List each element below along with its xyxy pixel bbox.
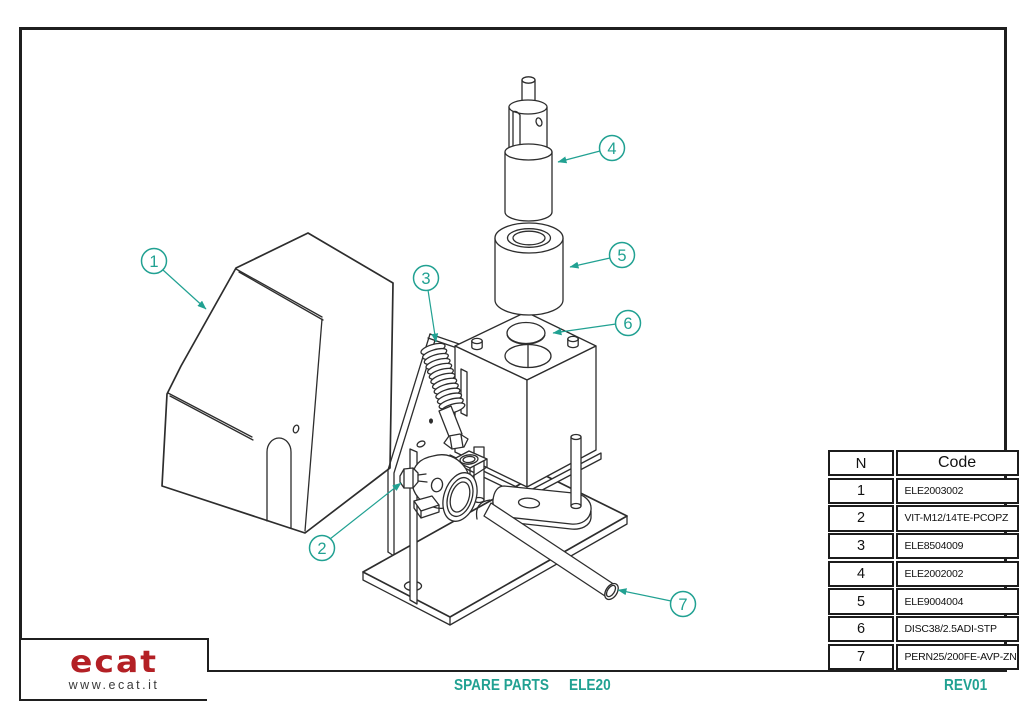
table-row-4-n: 4 bbox=[828, 560, 894, 587]
callout-5-label: 5 bbox=[617, 247, 626, 265]
callout-5: 5 bbox=[569, 241, 636, 269]
table-row-3-code: ELE8504009 bbox=[895, 533, 1019, 560]
callout-3-label: 3 bbox=[421, 270, 430, 288]
clamp-assembly bbox=[399, 450, 488, 522]
cylinder-part5 bbox=[494, 222, 564, 316]
callout-1-label: 1 bbox=[149, 253, 158, 271]
pusher-part4 bbox=[504, 76, 553, 222]
callout-4-label: 4 bbox=[607, 140, 616, 158]
table-row-6-code: DISC38/2.5ADI-STP bbox=[895, 616, 1019, 643]
brand-logo: ecat bbox=[70, 643, 158, 680]
table-row-1-n: 1 bbox=[828, 477, 894, 504]
table-row-2-code: VIT-M12/14TE-PCOPZ bbox=[895, 505, 1019, 532]
spring-part bbox=[420, 342, 469, 450]
revision-label: REV01 bbox=[943, 677, 988, 694]
callout-7: 7 bbox=[617, 588, 697, 618]
parts-table: N Code 1 ELE2003002 2 VIT-M12/14TE-PCOPZ… bbox=[828, 450, 1019, 670]
disc-part6 bbox=[506, 321, 546, 345]
callout-4: 4 bbox=[557, 134, 626, 164]
table-row-3-n: 3 bbox=[828, 533, 894, 560]
table-row-6-n: 6 bbox=[828, 616, 894, 643]
callout-6: 6 bbox=[552, 309, 642, 337]
table-row-7-code: PERN25/200FE-AVP-ZN bbox=[895, 643, 1019, 670]
cover-part bbox=[161, 232, 394, 534]
title-strip: SPARE PARTS ELE20 REV01 bbox=[207, 670, 1007, 701]
table-row-2-n: 2 bbox=[828, 505, 894, 532]
table-row-5-n: 5 bbox=[828, 588, 894, 615]
callout-2: 2 bbox=[308, 482, 402, 562]
brand-website: www.ecat.it bbox=[68, 678, 160, 692]
callout-7-label: 7 bbox=[678, 596, 687, 614]
spare-parts-label: SPARE PARTS bbox=[454, 677, 549, 694]
callout-1: 1 bbox=[140, 247, 207, 310]
logo-box: ecat www.ecat.it bbox=[19, 638, 209, 701]
callout-2-label: 2 bbox=[317, 540, 326, 558]
table-row-5-code: ELE9004004 bbox=[895, 588, 1019, 615]
drawing-code: ELE20 bbox=[569, 677, 611, 694]
callout-6-label: 6 bbox=[623, 315, 632, 333]
table-row-4-code: ELE2002002 bbox=[895, 560, 1019, 587]
table-header-code: Code bbox=[895, 450, 1019, 477]
callouts: 1 2 3 4 5 bbox=[140, 134, 697, 618]
callout-3: 3 bbox=[412, 264, 440, 343]
table-header-n: N bbox=[828, 450, 894, 477]
rod-part7 bbox=[475, 499, 619, 601]
table-row-1-code: ELE2003002 bbox=[895, 477, 1019, 504]
table-row-7-n: 7 bbox=[828, 643, 894, 670]
